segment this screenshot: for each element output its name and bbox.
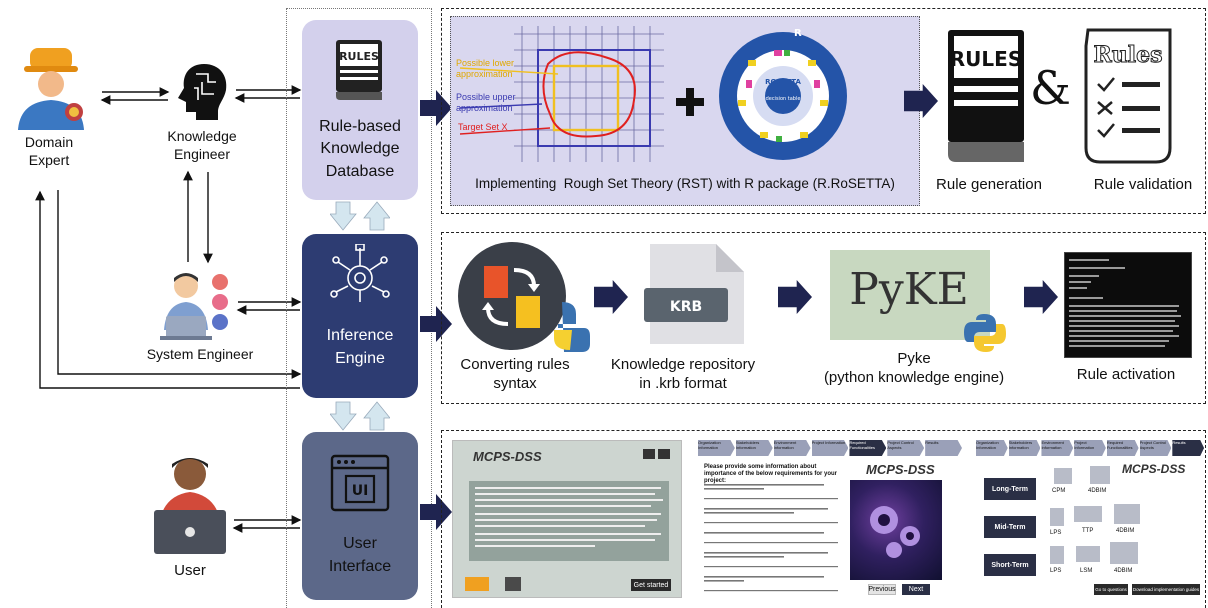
actor-connectors: [35, 85, 302, 533]
krb-label: Knowledge repository in .krb format: [610, 356, 756, 392]
screenshot-welcome: MCPS-DSS Get started: [452, 440, 682, 598]
tab-organization[interactable]: Organization Information: [698, 440, 735, 456]
tab-functionalities[interactable]: Required Functionalities: [849, 440, 887, 456]
tool-lps-short: LPS: [1050, 568, 1062, 574]
python-icon: [964, 314, 1006, 352]
gears-image: [850, 480, 942, 580]
knowledge-engineer-label: Knowledge Engineer: [167, 128, 237, 162]
rule-activation-label: Rule activation: [1076, 366, 1176, 383]
tool-lps-mid: LPS: [1050, 530, 1062, 536]
results-tab-functionalities[interactable]: Required Functionalities: [1106, 440, 1139, 456]
welcome-controls: [643, 449, 671, 459]
pyke-logo-box: [830, 250, 990, 340]
upper-approx-label: Possible upper approximation: [456, 92, 516, 114]
system-engineer-icon: [160, 273, 228, 340]
results-tab-organization[interactable]: Organization Information: [976, 440, 1008, 456]
inference-engine-label: Inference Engine: [326, 327, 394, 368]
plus-icon: [676, 88, 704, 116]
tab-environment[interactable]: Environment Information: [773, 440, 811, 456]
svg-text:R: R: [794, 28, 802, 39]
tool-4dbim-mid: 4DBIM: [1116, 528, 1135, 534]
results-tabs: Organization Information Stakeholders In…: [976, 440, 1204, 456]
term-mid: Mid-Term: [984, 516, 1036, 538]
knowledge-database-label: Rule-based Knowledge Database: [319, 118, 401, 180]
svg-text:decision table: decision table: [766, 96, 801, 102]
tool-4dbim-short: 4DBIM: [1114, 568, 1133, 574]
svg-text:UI: UI: [352, 483, 369, 499]
tab-results[interactable]: Results: [925, 440, 962, 456]
rule-generation-icon: RULES: [948, 30, 1024, 162]
results-title: MCPS-DSS: [1122, 462, 1186, 476]
results-tab-environment[interactable]: Environment Information: [1041, 440, 1074, 456]
inference-engine-box: Inference Engine: [302, 234, 418, 398]
user-interface-box: UI User Interface: [302, 432, 418, 600]
results-tab-stakeholders[interactable]: Stakeholders Information: [1008, 440, 1041, 456]
pyke-label: Pyke (python knowledge engine): [823, 350, 1005, 386]
ui-window-icon: UI: [330, 454, 390, 512]
svg-text:Rules: Rules: [1093, 42, 1162, 68]
screenshot-questions: Organization Information Stakeholders In…: [698, 440, 962, 598]
user-interface-panel: [441, 430, 1206, 608]
rule-generation-label: Rule generation: [936, 176, 1042, 193]
tab-stakeholders[interactable]: Stakeholders Information: [735, 440, 773, 456]
svg-text:KRB: KRB: [670, 299, 702, 315]
user-icon: [154, 458, 226, 554]
knowledge-engineer-icon: [178, 64, 227, 120]
tool-4dbim-long: 4DBIM: [1088, 488, 1107, 494]
pyke-logo: PyKE: [849, 264, 969, 315]
rule-validation-label: Rule validation: [1093, 176, 1193, 193]
welcome-text-block: [469, 481, 669, 561]
previous-button[interactable]: Previous: [868, 584, 896, 595]
welcome-logos: [465, 577, 545, 591]
svg-text:RULES: RULES: [339, 50, 379, 63]
download-guides-button[interactable]: Download implementation guides: [1132, 584, 1200, 595]
inference-panel: [441, 232, 1206, 404]
tool-thumbs: [1050, 466, 1170, 584]
core-double-arrows: [330, 201, 390, 431]
tool-cpm-long: CPM: [1052, 488, 1066, 494]
ampersand: &: [1030, 61, 1071, 115]
results-tab-results[interactable]: Results: [1172, 440, 1204, 456]
domain-expert-label: Domain Expert: [24, 134, 74, 168]
tool-lsm-short: LSM: [1080, 568, 1093, 574]
results-tab-control[interactable]: Project Control Aspects: [1139, 440, 1172, 456]
knowledge-database-box: RULES Rule-based Knowledge Database: [302, 20, 418, 200]
gear-network-icon: [330, 244, 390, 302]
tab-control[interactable]: Project Control Aspects: [887, 440, 925, 456]
rule-generation-panel: [441, 8, 1206, 214]
rst-caption: Implementing Rough Set Theory (RST) with…: [475, 176, 895, 191]
user-label: User: [174, 562, 206, 579]
next-button[interactable]: Next: [902, 584, 930, 595]
questions-title: MCPS-DSS: [866, 462, 935, 477]
core-column-border: [286, 8, 432, 608]
svg-text:ROSETTA: ROSETTA: [765, 78, 801, 86]
tab-project[interactable]: Project Information: [811, 440, 849, 456]
questions-list: [704, 484, 838, 592]
rosetta-wheel: R ROSETTA decision table: [719, 28, 847, 160]
convert-syntax-label: Converting rules syntax: [460, 356, 570, 392]
terminal-output: [1064, 252, 1192, 358]
domain-expert-icon: [18, 48, 84, 130]
term-long: Long-Term: [984, 478, 1036, 500]
welcome-title: MCPS-DSS: [473, 449, 542, 464]
lower-approx-label: Possible lower approximation: [456, 58, 515, 80]
results-tab-project[interactable]: Project Information: [1074, 440, 1106, 456]
rough-set-grid: [459, 26, 664, 162]
target-set-label: Target Set X: [458, 122, 508, 132]
go-to-questions-button[interactable]: Go to questions: [1094, 584, 1128, 595]
questions-tabs: Organization Information Stakeholders In…: [698, 440, 962, 456]
rule-validation-icon: Rules: [1084, 28, 1172, 164]
row-arrows: [420, 90, 452, 530]
krb-file-icon: KRB: [644, 244, 744, 344]
get-started-button[interactable]: Get started: [631, 579, 671, 591]
svg-text:RULES: RULES: [950, 47, 1022, 71]
tool-ttp-mid: TTP: [1082, 528, 1094, 534]
questions-heading: Please provide some information about im…: [704, 464, 838, 485]
convert-syntax-icon: [458, 242, 590, 352]
term-short: Short-Term: [984, 554, 1036, 576]
screenshot-results: Organization Information Stakeholders In…: [976, 440, 1204, 598]
system-engineer-label: System Engineer: [146, 346, 254, 362]
rules-book-icon: RULES: [336, 40, 382, 100]
user-interface-label: User Interface: [328, 535, 392, 576]
